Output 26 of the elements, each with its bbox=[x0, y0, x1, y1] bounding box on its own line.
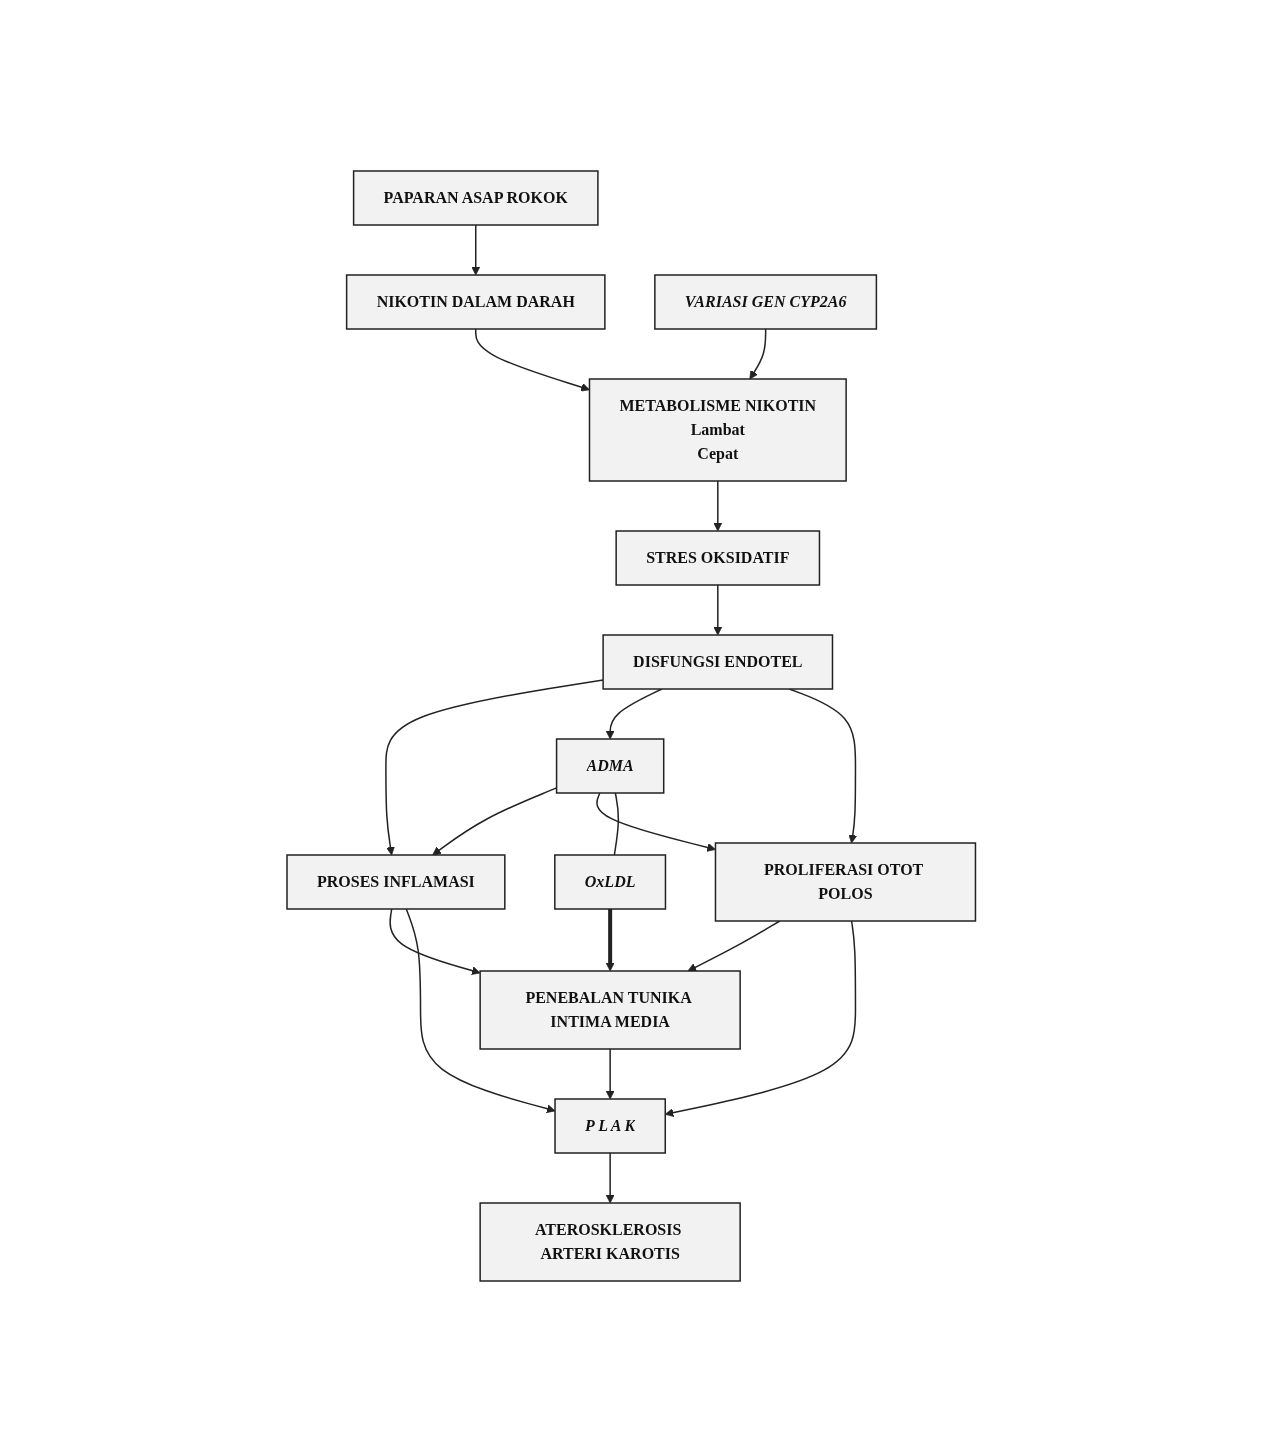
node-box: PENEBALAN TUNIKA INTIMA MEDIA bbox=[479, 970, 741, 1050]
node-box: ADMA bbox=[555, 738, 665, 794]
arrow bbox=[474, 328, 590, 392]
node-box: PROLIFERASI OTOT POLOS bbox=[714, 842, 976, 922]
node-box: OxLDL bbox=[553, 854, 666, 910]
connector bbox=[613, 792, 619, 856]
arrow bbox=[713, 584, 722, 636]
node-box: STRES OKSIDATIF bbox=[615, 530, 820, 586]
arrow bbox=[389, 908, 481, 975]
node-box: DISFUNGSI ENDOTEL bbox=[602, 634, 833, 690]
node-box: PROSES INFLAMASI bbox=[286, 854, 506, 910]
node-box: PAPARAN ASAP ROKOK bbox=[352, 170, 599, 226]
node-box: P L A K bbox=[554, 1098, 666, 1154]
node-box: METABOLISME NIKOTIN Lambat Cepat bbox=[588, 378, 847, 482]
arrow bbox=[749, 328, 767, 380]
arrow bbox=[605, 688, 663, 740]
arrow bbox=[595, 792, 716, 852]
arrow bbox=[687, 920, 781, 972]
arrow bbox=[471, 224, 480, 276]
arrow bbox=[605, 1152, 615, 1204]
arrow bbox=[713, 480, 722, 532]
arrow bbox=[605, 909, 615, 972]
arrow bbox=[605, 1048, 615, 1100]
node-box: VARIASI GEN CYP2A6 bbox=[653, 274, 877, 330]
node-box: ATEROSKLEROSIS ARTERI KAROTIS bbox=[479, 1202, 741, 1282]
node-box: NIKOTIN DALAM DARAH bbox=[345, 274, 606, 330]
